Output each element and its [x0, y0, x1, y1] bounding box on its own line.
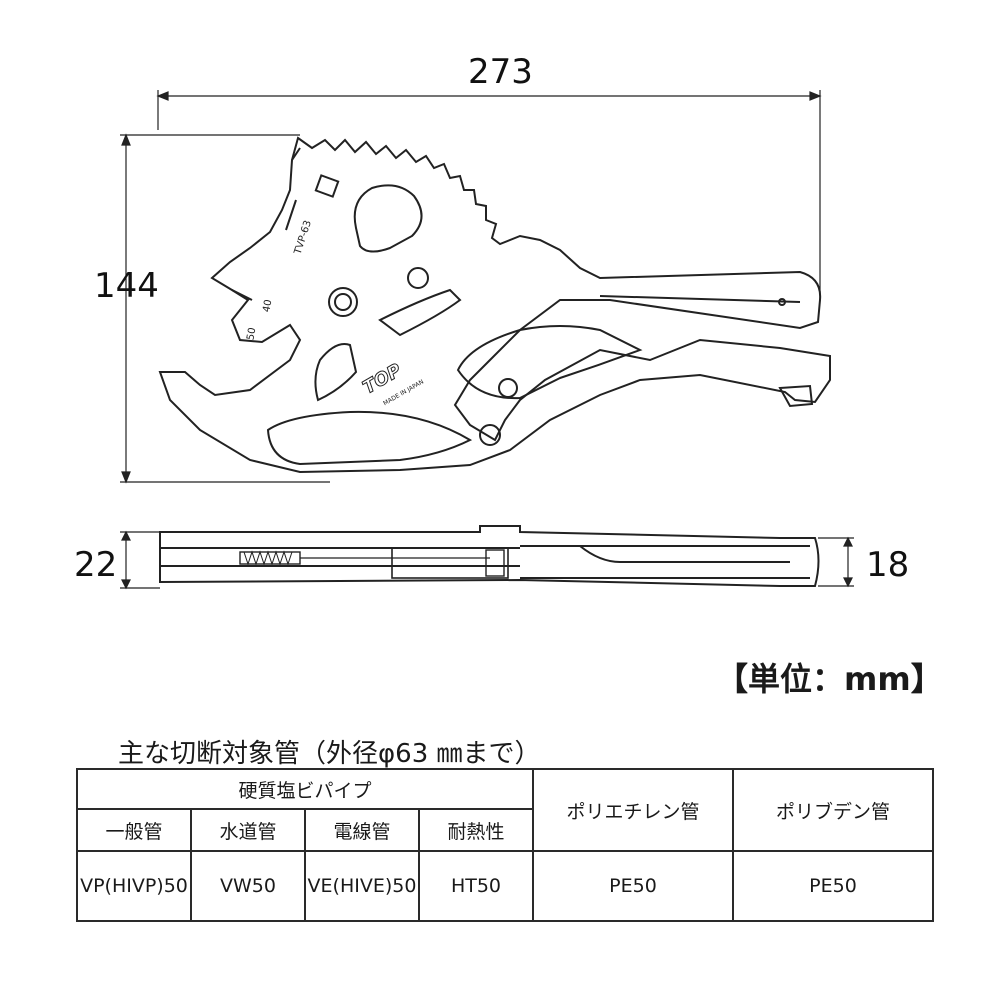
value-vp: VP(HIVP)50: [76, 850, 192, 922]
model-marking: TVP-63: [292, 219, 314, 257]
scale-mark-50: 50: [245, 327, 258, 341]
table-row: VP(HIVP)50 VW50 VE(HIVE)50 HT50 PE50 PE5…: [76, 850, 934, 922]
header-polybutene: ポリブデン管: [732, 768, 934, 852]
subheader-heat-resistant: 耐熱性: [418, 808, 534, 852]
height-dimension-line: [120, 133, 330, 484]
value-ht: HT50: [418, 850, 534, 922]
cutter-front-view: [158, 136, 831, 474]
scale-mark-40: 40: [261, 299, 274, 313]
pivot-bolt: [328, 287, 358, 317]
table-caption: 主な切断対象管（外径φ63 ㎜まで）: [118, 739, 541, 769]
subheader-general: 一般管: [76, 808, 192, 852]
unit-label: 【単位：mm】: [716, 660, 943, 698]
group-header-pvc: 硬質塩ビパイプ: [76, 768, 534, 810]
header-polyethylene: ポリエチレン管: [532, 768, 734, 852]
pipe-spec-table: 硬質塩ビパイプ ポリエチレン管 ポリブデン管 一般管 水道管 電線管 耐熱性 V…: [76, 768, 934, 922]
value-ve: VE(HIVE)50: [304, 850, 420, 922]
height-label: 144: [94, 266, 159, 306]
value-pe-polybutene: PE50: [732, 850, 934, 922]
value-pe-polyethylene: PE50: [532, 850, 734, 922]
handle-thickness-label: 18: [866, 545, 910, 585]
cutter-side-view: [159, 525, 820, 587]
width-dimension-line: [156, 90, 822, 300]
overall-length-label: 273: [468, 52, 533, 92]
table-header-row: 硬質塩ビパイプ ポリエチレン管 ポリブデン管: [76, 768, 934, 852]
value-vw: VW50: [190, 850, 306, 922]
subheader-conduit: 電線管: [304, 808, 420, 852]
serrated-blade: [158, 136, 831, 474]
table-subheader-row: 一般管 水道管 電線管 耐熱性: [76, 808, 933, 852]
blade-hole: [353, 184, 423, 253]
thickness-dimension-left: [120, 530, 160, 590]
thickness-dimension-right: [818, 536, 854, 588]
blade-thickness-label: 22: [74, 545, 118, 585]
subheader-water: 水道管: [190, 808, 306, 852]
